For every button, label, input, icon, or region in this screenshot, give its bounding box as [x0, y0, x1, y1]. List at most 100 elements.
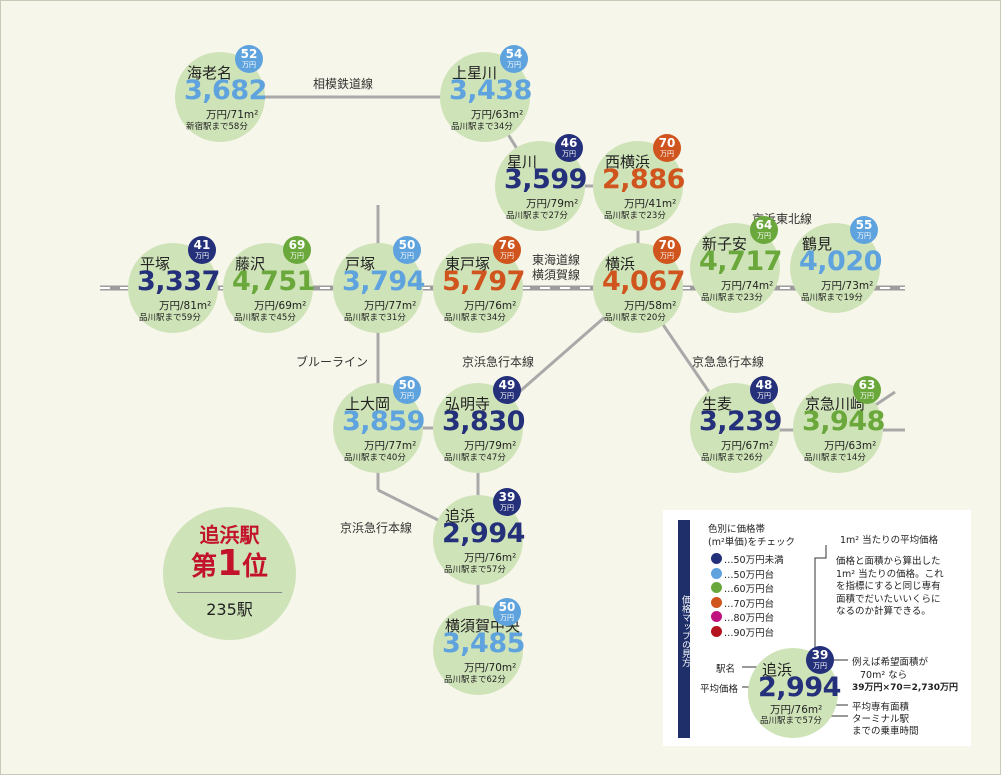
station-price: 3,948	[802, 406, 885, 437]
ranking-rank: 第1位	[163, 543, 296, 584]
station-area: 万円/63m²	[471, 109, 524, 121]
station-area: 万円/74m²	[721, 280, 774, 292]
rank-suffix: 位	[242, 552, 269, 582]
legend-band-dot	[711, 596, 722, 608]
station-area: 万円/73m²	[821, 280, 874, 292]
station-price: 3,794	[342, 266, 425, 297]
badge-unit: 万円	[860, 392, 874, 400]
blue-line-label: ブルーライン	[296, 355, 369, 369]
station-price: 2,886	[602, 164, 685, 195]
legend-example-badge-number: 39	[811, 648, 829, 662]
legend-band-dot	[711, 567, 722, 579]
badge-number: 76	[498, 238, 516, 252]
station-name: 海老名	[187, 64, 233, 82]
station-area: 万円/67m²	[721, 440, 774, 452]
badge-unit: 万円	[500, 504, 514, 512]
station-name: 戸塚	[345, 255, 376, 273]
legend-heading-2: (m²単価)をチェック	[708, 537, 795, 548]
station-name: 西横浜	[605, 153, 651, 171]
station-time: 品川駅まで23分	[604, 211, 666, 221]
station-area: 万円/70m²	[464, 662, 517, 674]
station-area: 万円/81m²	[159, 300, 212, 312]
badge-number: 69	[288, 238, 306, 252]
station-time: 品川駅まで34分	[444, 313, 506, 323]
station-price: 3,599	[504, 164, 587, 195]
badge-unit: 万円	[242, 61, 256, 69]
keikyu-main-label-3: 京浜急行本線	[340, 521, 413, 535]
station-area: 万円/76m²	[464, 552, 517, 564]
station-price: 4,717	[699, 246, 782, 277]
legend-band-dot	[711, 611, 722, 622]
keikyu-main-label-2: 京急急行本線	[692, 355, 765, 369]
station-name: 平塚	[140, 255, 171, 273]
tokaido-line-label: 東海道線	[532, 253, 581, 267]
badge-unit: 万円	[500, 614, 514, 622]
station-time: 品川駅まで34分	[451, 122, 513, 132]
legend-band-label: …90万円台	[724, 627, 775, 639]
legend-example-area: 万円/76m²	[770, 704, 823, 716]
legend-example-name: 追浜	[762, 661, 793, 679]
station-name: 上星川	[452, 64, 498, 82]
station-name: 追浜	[445, 507, 476, 525]
station-time: 品川駅まで20分	[604, 313, 666, 323]
station-price: 3,830	[442, 406, 525, 437]
legend-unit-desc-line: を指標にすると同じ専有	[836, 581, 941, 592]
rank-number: 1	[216, 543, 243, 584]
badge-unit: 万円	[562, 150, 576, 158]
badge-unit: 万円	[507, 61, 521, 69]
badge-unit: 万円	[290, 252, 304, 260]
legend-unit-desc-line: なるのか計算できる。	[836, 606, 931, 617]
legend-heading-1: 色別に価格帯	[708, 524, 766, 535]
badge-number: 39	[498, 490, 516, 504]
station-price: 3,859	[342, 406, 425, 437]
station-price: 4,067	[602, 266, 685, 297]
station-time: 品川駅まで27分	[506, 211, 568, 221]
station-area: 万円/77m²	[364, 440, 417, 452]
badge-number: 64	[755, 218, 773, 232]
legend-example-time: 品川駅まで57分	[760, 716, 822, 726]
badge-unit: 万円	[757, 232, 771, 240]
badge-number: 50	[398, 378, 416, 392]
badge-unit: 万円	[500, 392, 514, 400]
station-area: 万円/58m²	[624, 300, 677, 312]
legend-unit-desc-line: 価格と面積から算出した	[836, 556, 941, 567]
legend-calc-3: 39万円×70＝2,730万円	[852, 683, 959, 693]
badge-unit: 万円	[195, 252, 209, 260]
station-name: 鶴見	[802, 235, 833, 253]
ranking-total: 235駅	[206, 600, 253, 619]
badge-unit: 万円	[400, 252, 414, 260]
station-name: 上大岡	[345, 395, 391, 413]
station-area: 万円/41m²	[624, 198, 677, 210]
station-price: 4,751	[232, 266, 315, 297]
badge-number: 55	[855, 218, 873, 232]
legend-band-label: …80万円台	[724, 613, 775, 624]
station-price: 2,994	[442, 518, 525, 549]
badge-number: 70	[658, 136, 676, 150]
legend-example-badge-unit: 万円	[813, 662, 827, 670]
station-name: 新子安	[702, 235, 748, 253]
station-area: 万円/71m²	[206, 109, 259, 121]
legend-unit-desc-line: 面積でだいたいいくらに	[836, 593, 941, 605]
badge-number: 50	[498, 600, 516, 614]
yokosuka-line-label: 横須賀線	[532, 268, 581, 282]
legend-label-time-2: までの乗車時間	[852, 726, 919, 737]
badge-unit: 万円	[500, 252, 514, 260]
legend-label-price: 平均価格	[700, 684, 739, 695]
badge-unit: 万円	[660, 252, 674, 260]
station-time: 品川駅まで45分	[234, 313, 296, 323]
badge-number: 52	[240, 47, 258, 61]
station-time: 品川駅まで14分	[804, 453, 866, 463]
